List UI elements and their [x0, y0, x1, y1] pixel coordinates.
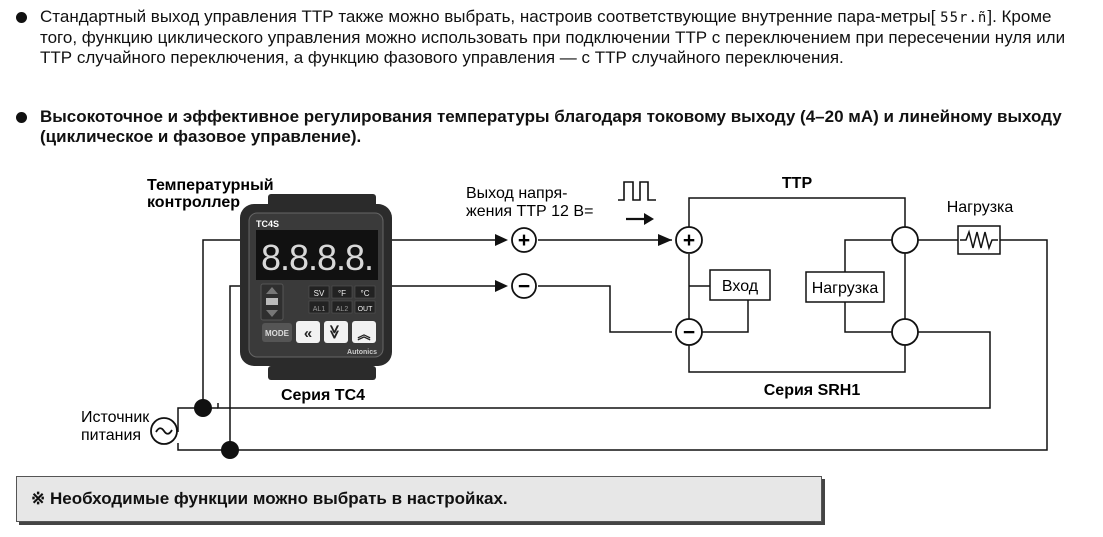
- load-label: Нагрузка: [947, 199, 1014, 216]
- ssr-terminal-plus: +: [658, 226, 703, 254]
- ssr-frame-bottom: [688, 344, 906, 373]
- source-label-line1: Источник: [81, 409, 150, 426]
- settings-note: ※ Необходимые функции можно выбрать в на…: [16, 476, 822, 522]
- ssr-load-box: [805, 271, 885, 303]
- indicator-out: OUT: [358, 306, 374, 313]
- bullet-text-part1: Стандартный выход управления ТТР также м…: [40, 7, 931, 26]
- bullet-text: Высокоточное и эффективное регулирования…: [40, 107, 1062, 146]
- plus-symbol: +: [683, 229, 695, 252]
- key-down-icon: ≫: [327, 325, 343, 340]
- note-text: Необходимые функции можно выбрать в наст…: [49, 489, 508, 508]
- bracket-close: ]: [987, 7, 993, 26]
- junction-dot: [221, 441, 239, 459]
- junction-dot: [194, 399, 212, 417]
- key-left: [296, 321, 320, 343]
- series-srh1-label: Серия SRH1: [764, 382, 861, 399]
- arrow-up-icon: [266, 287, 278, 294]
- terminal-plus-out: +: [495, 227, 537, 253]
- output-label-line1: Выход напря-: [466, 185, 567, 202]
- ssr-input-box: [709, 269, 771, 301]
- minus-symbol: −: [683, 321, 695, 344]
- key-left-icon: «: [304, 325, 312, 342]
- key-up-icon: ︽: [357, 327, 370, 342]
- source-label-line2: питания: [81, 427, 141, 444]
- arrow-down-icon: [266, 310, 278, 317]
- indicator-f: °F: [338, 289, 346, 298]
- indicator-c: °C: [361, 289, 370, 298]
- pulse-waveform-icon: [618, 181, 656, 225]
- controller-label-line2: контроллер: [147, 194, 240, 211]
- bullet-text-part2: . Кроме того, функцию циклического управ…: [40, 7, 1066, 67]
- indicator-al2: AL2: [336, 306, 349, 313]
- ssr-title: ТТР: [782, 175, 813, 192]
- bracket-open: [: [930, 7, 936, 26]
- reference-mark-icon: ※: [31, 489, 46, 508]
- minus-symbol: −: [518, 275, 530, 298]
- temperature-controller: TC4S 8.8.8.8. SV °F °C AL1 AL2 OUT MODE …: [240, 194, 392, 380]
- ssr-load-terminal-top: [891, 226, 919, 254]
- indicator-sv: SV: [314, 289, 325, 298]
- wire-ssr-terminal: [217, 331, 991, 409]
- indicator-al1: AL1: [313, 306, 326, 313]
- bullet-high-accuracy: Высокоточное и эффективное регулирования…: [16, 107, 1086, 149]
- brand-logo: Autonics: [347, 349, 377, 356]
- wire-minus-ssr: [538, 285, 672, 333]
- bullet-dot: [16, 112, 27, 123]
- ssr-frame-top: [688, 197, 906, 240]
- terminal-minus-out: −: [495, 273, 537, 299]
- ssr-load-label: Нагрузка: [812, 280, 879, 297]
- wire-controller-power-1: [202, 239, 240, 408]
- bullet-text: Стандартный выход управления ТТР также м…: [40, 7, 1090, 68]
- wiring-diagram: + − + − Вход Нагрузка Температурный конт…: [81, 175, 1048, 459]
- indicator-grid: SV °F °C AL1 AL2 OUT: [308, 285, 376, 314]
- display-digits: 8.8.8.8.: [261, 237, 373, 278]
- ssr-load-terminal-bottom: [891, 318, 919, 346]
- wire-ssr-load-top: [844, 239, 893, 274]
- param-code: 55r.ñ: [940, 10, 988, 26]
- plus-symbol: +: [518, 229, 530, 252]
- mode-key-label: MODE: [265, 329, 290, 338]
- output-label-line2: жения ТТР 12 В=: [466, 203, 593, 220]
- bullet-ssr-output: Стандартный выход управления ТТР также м…: [16, 7, 1086, 89]
- wire-ssr-load-bottom: [844, 300, 893, 333]
- series-tc4-label: Серия TC4: [281, 387, 365, 404]
- ac-source-icon: [150, 417, 178, 445]
- key-up: [352, 321, 376, 343]
- bullet-dot: [16, 12, 27, 23]
- key-down: [324, 321, 348, 343]
- status-bar: [266, 298, 278, 305]
- wire-source-2: [177, 443, 230, 451]
- mode-key: [262, 323, 292, 342]
- ssr-input-label: Вход: [722, 278, 759, 295]
- ssr-terminal-minus: −: [675, 318, 703, 346]
- device-model: TC4S: [256, 219, 279, 229]
- resistor-icon: [957, 225, 1001, 255]
- controller-bottom-clip: [268, 366, 376, 380]
- controller-label-line1: Температурный: [147, 177, 274, 194]
- display-panel: [256, 230, 378, 280]
